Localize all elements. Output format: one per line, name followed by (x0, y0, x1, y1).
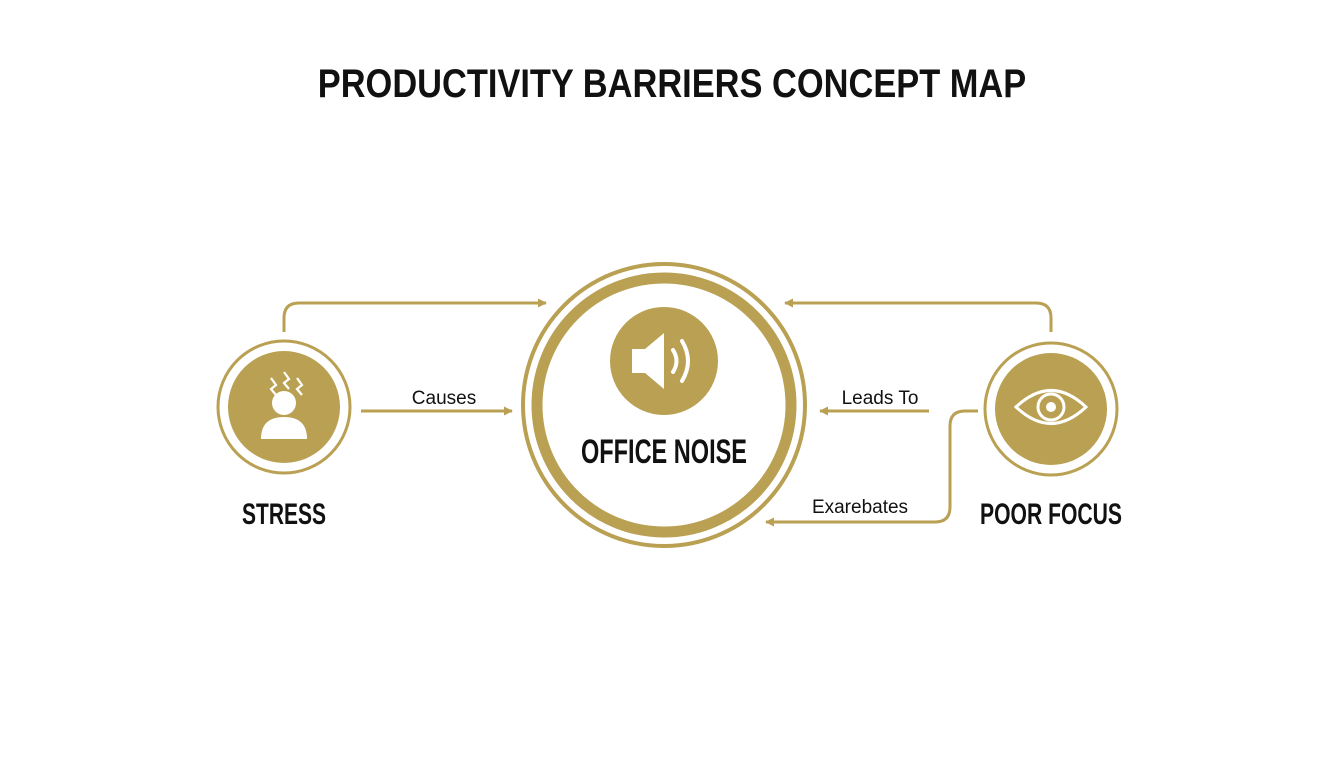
node-stress[interactable]: STRESS (216, 339, 352, 531)
node-poor-focus-outer-ring (983, 341, 1119, 477)
arrow-exacerbates (765, 409, 978, 527)
edge-label-causes: Causes (412, 388, 476, 409)
node-stress-label: STRESS (242, 498, 326, 531)
edge-label-exacerbates: Exarebates (812, 497, 908, 518)
node-poor-focus-label: POOR FOCUS (980, 498, 1122, 531)
node-office-noise-label: OFFICE NOISE (581, 433, 747, 471)
node-stress-outer-ring (216, 339, 352, 475)
arrow-stress-top-to-office-noise (282, 298, 547, 332)
node-office-noise-inner-ring (531, 272, 797, 538)
arrow-poor-focus-top-to-office-noise (784, 298, 1053, 332)
node-office-noise-outer-ring (521, 262, 807, 548)
edge-label-leads-to: Leads To (842, 388, 919, 409)
node-office-noise[interactable]: OFFICE NOISE (521, 262, 807, 548)
stressed-person-icon (261, 371, 307, 439)
map-title: PRODUCTIVITY BARRIERS CONCEPT MAP (317, 62, 1027, 106)
connectors (282, 298, 1053, 527)
eye-icon (1013, 389, 1089, 425)
node-poor-focus[interactable]: POOR FOCUS (980, 341, 1122, 531)
speaker-icon (632, 333, 690, 389)
